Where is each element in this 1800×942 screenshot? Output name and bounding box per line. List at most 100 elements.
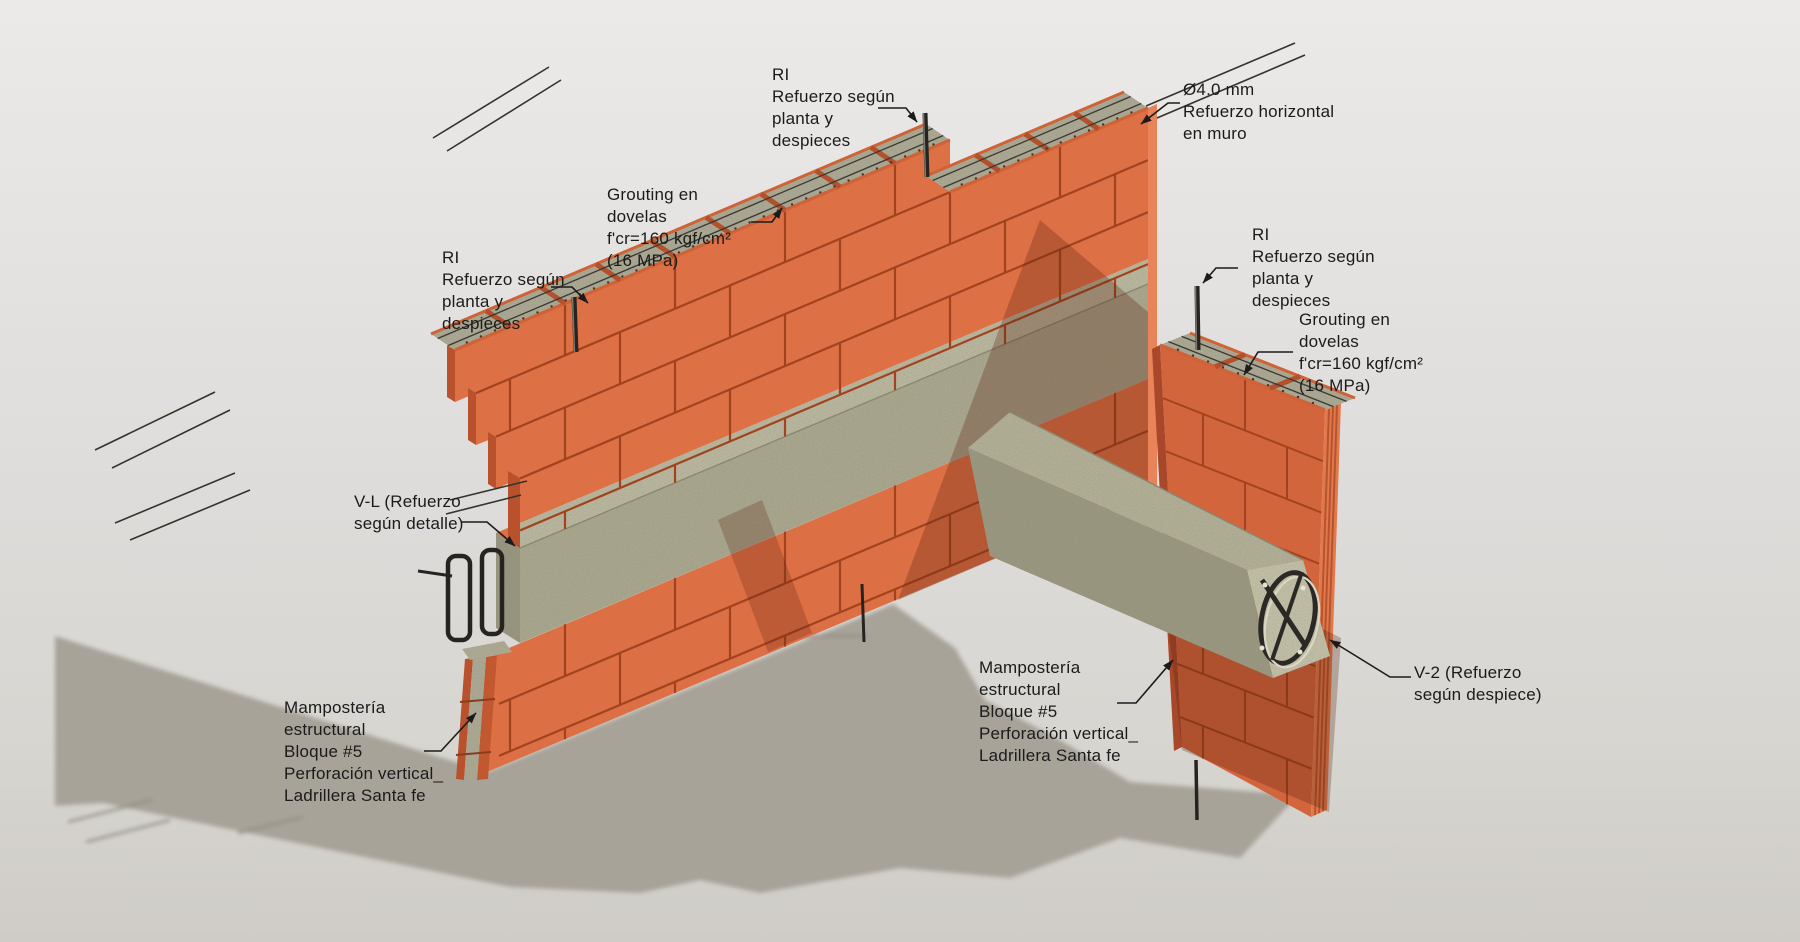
bond-beam-stirrups bbox=[417, 547, 505, 643]
leader-horizontal-reinforcement bbox=[1140, 102, 1180, 125]
v2-beam-front-face bbox=[968, 448, 1273, 678]
wire-dot bbox=[1236, 372, 1240, 375]
bond-beam-front-face bbox=[520, 284, 1148, 643]
joint-line bbox=[1181, 335, 1347, 402]
wire-dot bbox=[1002, 165, 1006, 168]
joint-line bbox=[519, 263, 1149, 532]
right-wall-rebar-RI bbox=[1194, 285, 1201, 351]
joint-line bbox=[430, 122, 927, 336]
joint-line bbox=[519, 211, 1149, 480]
wire-dot bbox=[649, 263, 652, 266]
wire-dot bbox=[903, 155, 907, 158]
leader-masonry-left bbox=[424, 712, 477, 752]
joint-line bbox=[1189, 331, 1356, 400]
wire-dot bbox=[1176, 348, 1180, 351]
block-end-shell-right bbox=[477, 655, 497, 780]
racked-end-faces bbox=[447, 345, 520, 548]
joint-line bbox=[594, 261, 622, 283]
wire-dot bbox=[1101, 123, 1105, 126]
leader-v-l bbox=[461, 521, 516, 547]
wire-dot bbox=[1206, 360, 1210, 363]
wire-dot bbox=[1251, 378, 1255, 381]
ground-shadow bbox=[55, 604, 1298, 893]
wire-dot bbox=[592, 287, 596, 290]
wire-dot bbox=[932, 143, 935, 146]
leader-grouting-left bbox=[751, 207, 783, 223]
joint-line bbox=[814, 168, 842, 189]
joint-line bbox=[1179, 715, 1312, 770]
wire-dot bbox=[804, 197, 808, 200]
joint-line bbox=[448, 134, 944, 347]
wire-dot bbox=[507, 323, 511, 326]
wire-dot bbox=[1073, 135, 1077, 138]
label-v-l: V-L (Refuerzo según detalle) bbox=[354, 492, 464, 533]
wire-dot bbox=[819, 191, 822, 194]
hanging-dowel-right bbox=[1194, 759, 1199, 821]
label-grouting-right: Grouting en dovelas f'cr=160 kgf/cm² (16… bbox=[1299, 310, 1424, 395]
wire-dot bbox=[677, 251, 681, 254]
leader-v-2 bbox=[1329, 639, 1411, 678]
longitudinal-bar-stub bbox=[417, 569, 453, 578]
main-wall-upper-joints bbox=[475, 145, 1149, 532]
wire-dot bbox=[1017, 159, 1020, 162]
wire-dot bbox=[493, 329, 497, 332]
wire-dot bbox=[1031, 153, 1034, 156]
wire-dot bbox=[465, 341, 468, 344]
wire-dot bbox=[762, 215, 765, 218]
joint-line bbox=[437, 127, 933, 340]
wire-dot bbox=[1296, 395, 1300, 399]
wire-dot bbox=[1087, 129, 1091, 132]
v2-stirrup-detail bbox=[1258, 570, 1321, 669]
leader-ri-left bbox=[551, 286, 589, 304]
wire-dot bbox=[1191, 354, 1195, 357]
wire-dot bbox=[833, 185, 836, 188]
joint-line bbox=[539, 285, 567, 306]
bearing-grout-pad bbox=[462, 641, 512, 660]
joint-line bbox=[1159, 343, 1326, 412]
joint-line bbox=[1165, 450, 1322, 514]
hanging-dowel bbox=[860, 583, 866, 643]
horizontal-wires bbox=[94, 42, 1306, 541]
wire-dot bbox=[1281, 389, 1285, 393]
joint-line bbox=[1073, 110, 1100, 132]
label-v-2: V-2 (Refuerzo según despiece) bbox=[1414, 663, 1542, 704]
wire-dot bbox=[1116, 117, 1119, 120]
joint-line bbox=[869, 145, 897, 166]
right-wall-grout-band bbox=[1160, 333, 1355, 410]
wire-dot bbox=[1045, 147, 1048, 150]
wire-dot bbox=[918, 149, 921, 152]
wire-dot bbox=[974, 177, 978, 180]
main-wall-right-end bbox=[1148, 104, 1157, 494]
wire-dot bbox=[1221, 366, 1225, 369]
wire-dot bbox=[635, 269, 638, 272]
wire-dot bbox=[536, 311, 539, 314]
leader-ri-right bbox=[1202, 267, 1238, 284]
joint-line bbox=[759, 191, 787, 213]
end-ribs bbox=[1314, 404, 1338, 816]
wire-dot bbox=[960, 183, 963, 186]
end-joint-tick bbox=[459, 698, 496, 703]
top-course-grout-band bbox=[431, 124, 950, 350]
top-course-cells bbox=[430, 122, 951, 352]
wire-dot bbox=[564, 299, 567, 302]
leader-lines bbox=[424, 102, 1411, 752]
joint-line bbox=[974, 152, 1001, 174]
joint-line bbox=[495, 159, 1149, 438]
wire-dot bbox=[663, 257, 666, 260]
wire-dot bbox=[875, 167, 879, 170]
joint-line bbox=[1023, 131, 1051, 153]
main-wall-upper-face bbox=[455, 108, 1148, 548]
leader-ri-top bbox=[878, 107, 918, 123]
leader-masonry-middle bbox=[1117, 659, 1174, 704]
wire-dot bbox=[1130, 111, 1133, 114]
wire-dot bbox=[988, 171, 992, 174]
cast-shadow-patch bbox=[652, 700, 768, 760]
wire-dot bbox=[889, 161, 893, 164]
label-grouting-left: Grouting en dovelas f'cr=160 kgf/cm² (16… bbox=[607, 185, 732, 270]
wire-dot bbox=[847, 179, 850, 182]
wire-dot bbox=[790, 203, 794, 206]
wire-dot bbox=[691, 245, 695, 248]
wire-dot bbox=[606, 281, 610, 284]
